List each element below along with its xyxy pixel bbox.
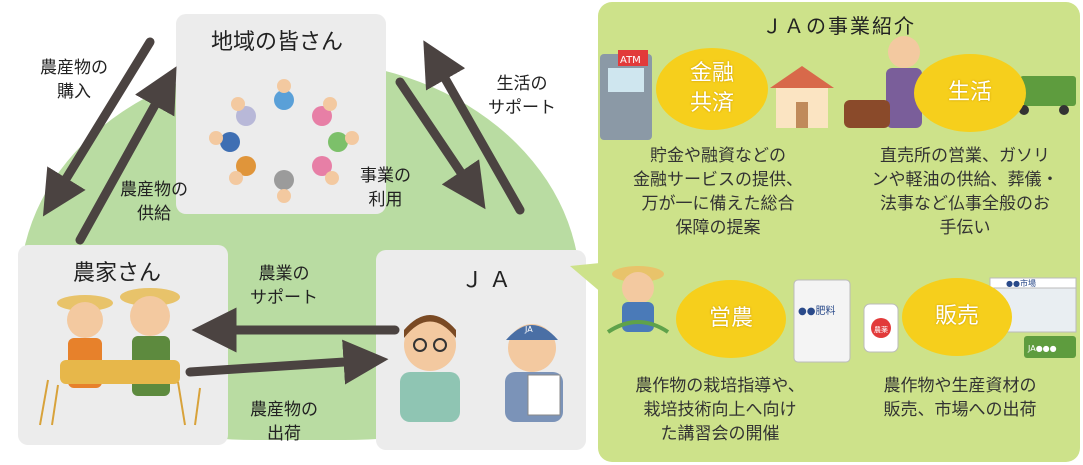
label-shipping-line1: 農産物の xyxy=(250,400,318,420)
truck-text: JA●●● xyxy=(1027,344,1057,353)
fertilizer-bag-icon: ●●肥料 xyxy=(793,279,851,363)
business-farming-desc-3: た講習会の開催 xyxy=(660,424,780,444)
business-life-oval[interactable]: 生活 xyxy=(914,54,1026,132)
child-farmer-icon xyxy=(606,266,670,334)
business-finance-desc-3: 万が一に備えた総合 xyxy=(641,194,795,214)
label-shipping-line2: 出荷 xyxy=(267,424,301,444)
business-finance-name-1: 金融 xyxy=(689,61,734,86)
business-finance-desc-2: 金融サービスの提供、 xyxy=(633,170,803,190)
monk-icon xyxy=(844,36,922,128)
label-life-support-line1: 生活の xyxy=(496,74,548,94)
arrow-use xyxy=(395,77,486,210)
label-purchase-line2: 購入 xyxy=(57,82,91,102)
arrow-shipping xyxy=(185,339,389,385)
business-life-desc-4: 手伝い xyxy=(939,218,991,238)
label-farm-support-line2: サポート xyxy=(250,288,318,308)
label-supply-line2: 供給 xyxy=(137,204,171,224)
business-farming-desc-2: 栽培技術向上へ向け xyxy=(643,400,797,420)
ja-staff-illustration: JA xyxy=(400,315,563,422)
community-title: 地域の皆さん xyxy=(211,30,344,55)
business-farming-desc: 農作物の栽培指導や、 栽培技術向上へ向け た講習会の開催 xyxy=(620,374,820,446)
diagram-arrows: JA xyxy=(39,37,600,426)
farmer-title: 農家さん xyxy=(73,261,162,286)
label-farm-support-line1: 農業の xyxy=(258,264,310,284)
label-supply-line1: 農産物の xyxy=(120,180,188,200)
label-life-support-line2: サポート xyxy=(488,98,556,118)
arrow-supply xyxy=(75,66,177,245)
business-farming-name: 営農 xyxy=(708,306,753,331)
label-purchase-line1: 農産物の xyxy=(40,58,108,78)
business-farming-oval[interactable]: 営農 xyxy=(676,280,786,358)
business-life-desc: 直売所の営業、ガソリ ンや軽油の供給、葬儀・ 法事など仏事全般のお 手伝い xyxy=(860,144,1070,240)
business-life-desc-2: ンや軽油の供給、葬儀・ xyxy=(871,170,1059,190)
business-farming-desc-1: 農作物の栽培指導や、 xyxy=(635,376,805,396)
arrow-life-support xyxy=(423,40,525,215)
arrow-purchase xyxy=(42,37,155,217)
atm-text: ATM xyxy=(620,55,641,66)
ja-title: ＪＡ xyxy=(461,268,518,293)
business-finance-desc-1: 貯金や融資などの xyxy=(650,146,786,166)
business-life-desc-1: 直売所の営業、ガソリ xyxy=(880,146,1050,166)
callout-pointer xyxy=(570,263,600,292)
atm-icon: ATM xyxy=(600,50,652,140)
market-text: ●●市場 xyxy=(1006,278,1036,288)
business-panel: ＪＡの事業紹介 ATM xyxy=(598,2,1080,462)
business-life-desc-3: 法事など仏事全般のお xyxy=(880,194,1050,214)
business-finance-name-2: 共済 xyxy=(689,91,734,116)
label-use-line2: 利用 xyxy=(368,190,403,210)
label-supply: 農産物の 供給 xyxy=(120,178,188,226)
business-sales-desc-1: 農作物や生産資材の xyxy=(883,376,1037,396)
fertilizer-text: ●●肥料 xyxy=(798,304,835,317)
cap-text: JA xyxy=(524,325,533,334)
business-sales-desc-2: 販売、市場への出荷 xyxy=(883,400,1037,420)
business-sales-name: 販売 xyxy=(934,304,979,329)
business-life-name: 生活 xyxy=(947,80,992,105)
pesticide-text: 農薬 xyxy=(874,325,888,334)
business-sales-oval[interactable]: 販売 xyxy=(902,278,1012,356)
business-finance-oval[interactable]: 金融 共済 xyxy=(656,48,768,130)
business-finance-desc-4: 保障の提案 xyxy=(675,218,761,238)
business-finance-desc: 貯金や融資などの 金融サービスの提供、 万が一に備えた総合 保障の提案 xyxy=(618,144,818,240)
panel-illustrations: ATM ●●肥料 xyxy=(600,36,1077,363)
label-use-line1: 事業の xyxy=(360,166,411,186)
label-life-support: 生活の サポート xyxy=(488,72,556,120)
community-people-ring xyxy=(209,79,359,203)
pesticide-bottle-icon: 農薬 xyxy=(863,303,899,353)
label-shipping: 農産物の 出荷 xyxy=(250,398,318,446)
panel-title: ＪＡの事業紹介 xyxy=(762,14,916,38)
label-farm-support: 農業の サポート xyxy=(250,262,318,310)
business-sales-desc: 農作物や生産資材の 販売、市場への出荷 xyxy=(860,374,1060,422)
label-use: 事業の 利用 xyxy=(360,164,411,212)
farmers-illustration xyxy=(39,288,201,426)
label-purchase: 農産物の 購入 xyxy=(40,56,108,104)
house-icon xyxy=(770,66,834,128)
